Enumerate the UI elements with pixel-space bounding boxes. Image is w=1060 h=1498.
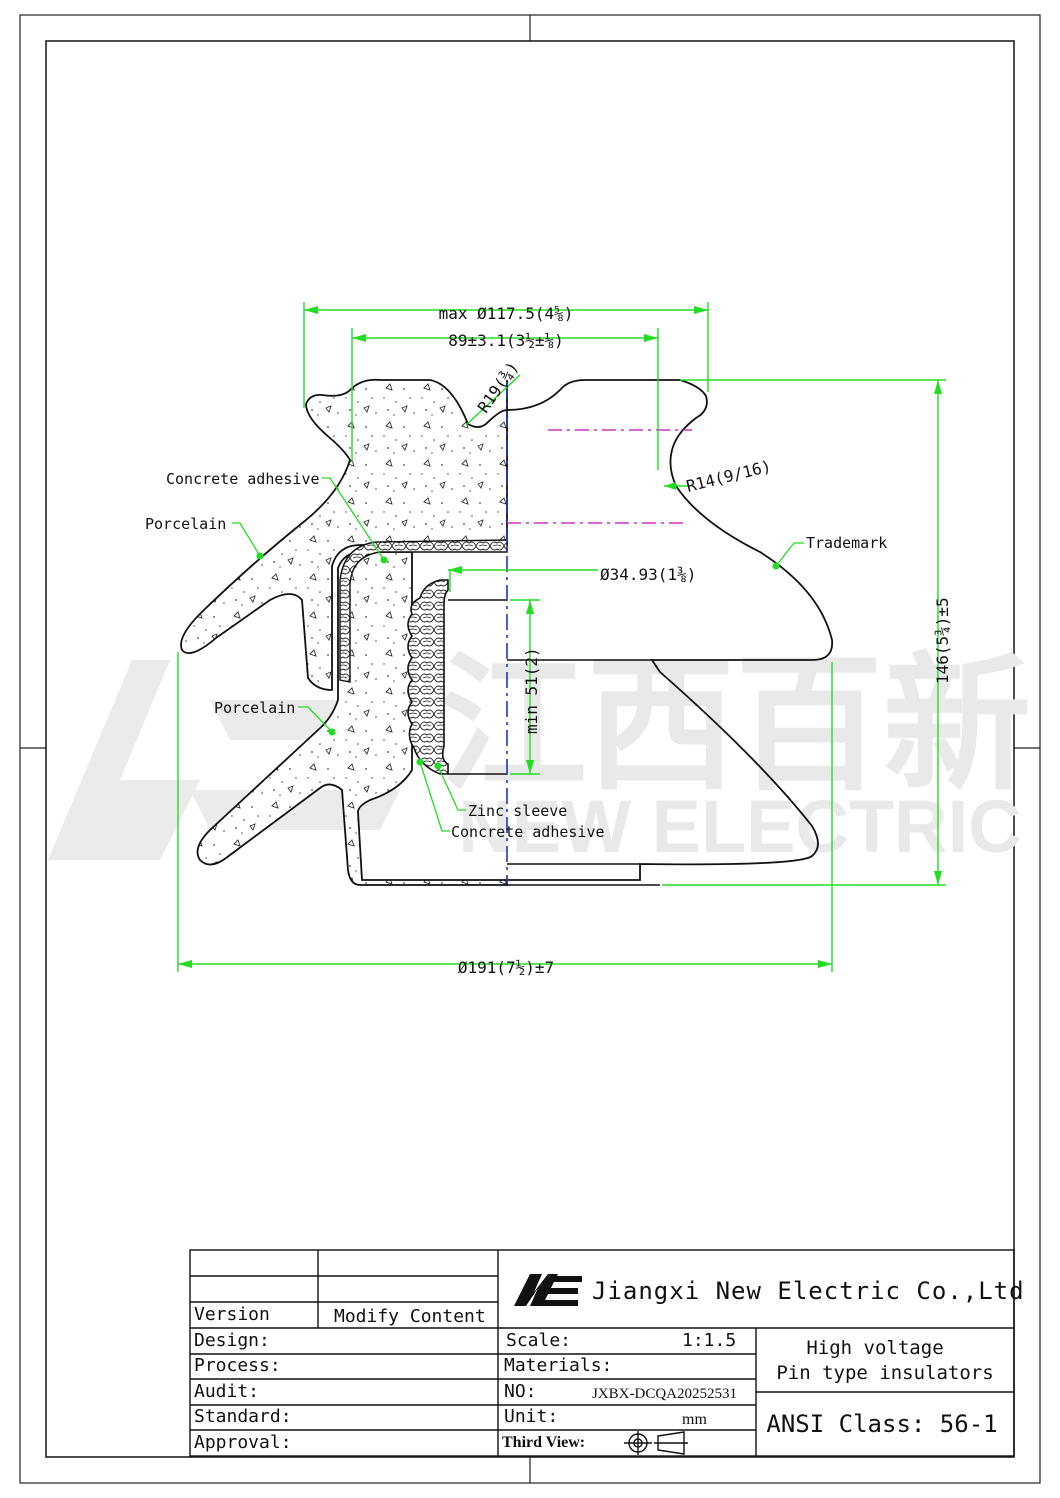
callout-concrete-adhesive-top: Concrete adhesive [166,470,320,488]
third-view-label: Third View: [502,1434,585,1451]
insulator-section-left-lower [196,551,508,886]
watermark-en: NEW ELECTRIC [458,785,1021,868]
callout-zinc-sleeve: Zinc sleeve [468,802,567,820]
dim-overall-height: 146(5¾)±5 [933,597,952,684]
company-name: Jiangxi New Electric Co.,Ltd [592,1277,1025,1305]
modify-content-label: Modify Content [334,1306,486,1327]
process-label: Process: [194,1355,281,1376]
design-label: Design: [194,1330,270,1351]
no-label: NO: [504,1381,537,1402]
callout-concrete-adhesive-bottom: Concrete adhesive [451,823,605,841]
approval-label: Approval: [194,1432,292,1453]
insulator-section-left [180,378,508,691]
unit-label: Unit: [504,1406,558,1427]
callout-porcelain-lower: Porcelain [214,699,295,717]
title-block [189,1249,1015,1457]
dim-thread-diameter: Ø34.93(1⅜) [600,565,696,584]
ansi-class: ANSI Class: 56-1 [766,1410,997,1438]
dim-max-diameter: max Ø117.5(4⅝) [439,304,574,323]
dim-skirt-spacing: 89±3.1(3½±⅛) [448,331,564,350]
hidden-lines [507,429,692,524]
dim-radius-top: R19(¾) [474,358,523,416]
product-line-1: High voltage [806,1337,943,1359]
standard-label: Standard: [194,1406,292,1427]
insulator-outline-right [506,379,834,881]
no-value: JXBX-DCQA20252531 [592,1386,737,1402]
materials-label: Materials: [504,1355,612,1376]
scale-label: Scale: [506,1330,571,1351]
product-line-2: Pin type insulators [776,1362,993,1384]
watermark-cn: 江西百新 [439,643,1031,808]
scale-value: 1:1.5 [682,1330,736,1351]
dim-overall-diameter: Ø191(7½)±7 [458,958,554,977]
callout-porcelain-upper: Porcelain [145,515,226,533]
dimension-lines [177,302,946,972]
audit-label: Audit: [194,1381,259,1402]
leader-lines [232,477,804,832]
version-label: Version [194,1304,270,1325]
unit-value: mm [682,1411,707,1428]
third-angle-projection-icon [624,1431,688,1455]
dim-radius-neck: R14(9/16) [684,456,773,495]
callout-trademark: Trademark [806,534,887,552]
company-logo-icon [514,1274,582,1306]
frame-ticks [20,15,1040,1483]
dimension-arrows [178,306,942,968]
watermark-logo-icon [48,660,200,860]
zinc-sleeve-band [339,539,508,683]
dim-thread-depth: min 51(2) [522,647,541,734]
zinc-sleeve-thread [407,579,449,775]
